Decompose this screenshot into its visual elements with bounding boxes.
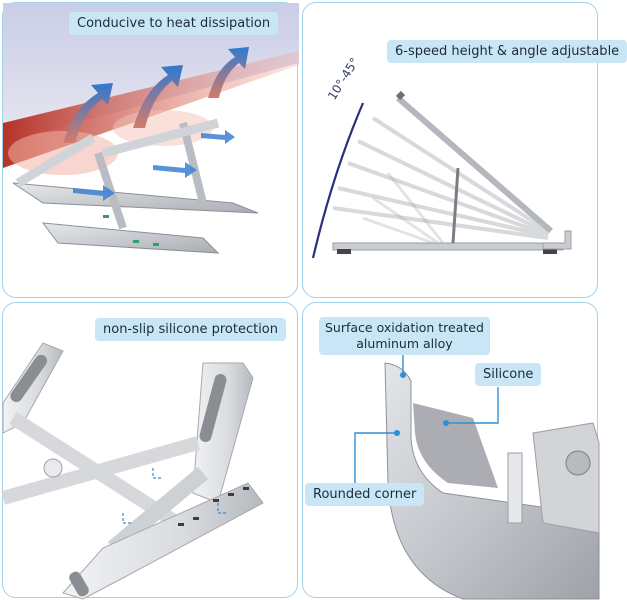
silicone-pad [413, 403, 498, 488]
adjustable-angle-illustration [311, 90, 572, 259]
corner-callout-line [354, 432, 395, 483]
stand-base-rail [12, 182, 259, 214]
angle-positions [332, 116, 550, 240]
airflow-arrow-up [133, 65, 183, 128]
stand-lip [542, 230, 572, 250]
detail-illustration [354, 347, 600, 600]
stand-base [62, 482, 264, 600]
stand-leg [451, 167, 460, 244]
material-caption-line1: Surface oxidation treated [325, 320, 484, 335]
rounded-corner-caption: Rounded corner [305, 483, 425, 506]
vent-slots [178, 487, 249, 526]
stand-base [332, 242, 564, 251]
silicone-pad [10, 354, 48, 403]
airflow-arrow-side [153, 162, 197, 178]
hinge [565, 450, 591, 476]
detail-panel: Surface oxidation treated aluminum alloy… [302, 302, 600, 600]
airflow-arrow-side [201, 130, 235, 144]
non-slip-panel: non-slip silicone protection [1, 302, 298, 600]
stand-top-rail [396, 95, 553, 234]
non-slip-illustration [1, 342, 264, 600]
adjustable-caption: 6-speed height & angle adjustable [387, 40, 627, 63]
silicone-pad [69, 571, 89, 597]
vent-slot [103, 215, 109, 218]
heat-dissipation-caption: Conducive to heat dissipation [69, 12, 279, 35]
airflow-arrow-up [208, 47, 249, 98]
stand-top-rail [15, 134, 96, 187]
stand-base-rail [41, 222, 220, 254]
stand-top-rail [101, 118, 220, 158]
stand-leg [1, 436, 200, 505]
silicone-pad [199, 373, 227, 443]
stand-leg [179, 122, 207, 204]
airflow-arrow-side [73, 185, 115, 201]
stand-slot [507, 452, 523, 524]
adjustable-angle-panel: 6-speed height & angle adjustable 10°-45… [302, 2, 627, 298]
stand-leg [107, 466, 209, 555]
heat-dissipation-panel: Conducive to heat dissipation [2, 2, 299, 298]
rubber-foot [337, 249, 351, 254]
hinge [43, 458, 63, 478]
vent-slot [133, 240, 139, 243]
silicone-callout-line [448, 387, 499, 424]
vent-slot [153, 243, 159, 246]
silicone-caption: Silicone [475, 363, 542, 386]
airflow-arrow-up [63, 83, 113, 143]
angle-arc [311, 102, 365, 259]
heat-dissipation-illustration [3, 3, 299, 254]
material-caption: Surface oxidation treated aluminum alloy [319, 317, 490, 355]
stand-top-arm [2, 342, 64, 434]
rubber-foot [543, 249, 557, 254]
aluminum-body [384, 362, 600, 600]
non-slip-caption: non-slip silicone protection [95, 318, 286, 341]
stand-leg [532, 422, 600, 534]
material-caption-line2: aluminum alloy [356, 336, 453, 351]
